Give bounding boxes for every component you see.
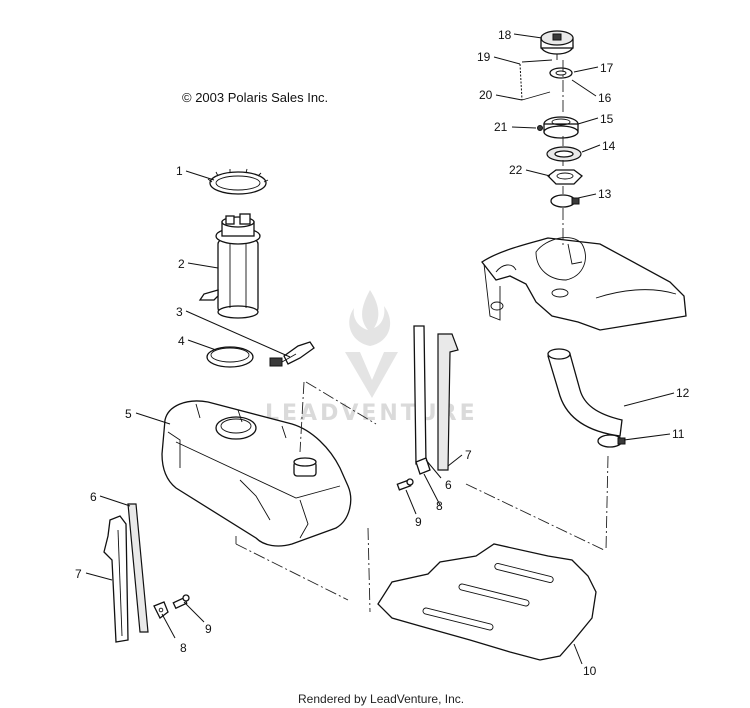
- part-bolt-right[interactable]: [396, 478, 414, 491]
- copyright-text: © 2003 Polaris Sales Inc.: [182, 90, 328, 105]
- watermark-flame-icon: [349, 290, 391, 346]
- part-fuel-cap[interactable]: [540, 30, 574, 60]
- callout-6: 6: [90, 490, 97, 504]
- callout-2: 2: [178, 257, 185, 271]
- part-filler-hose[interactable]: [547, 348, 623, 437]
- callout-6-right: 6: [445, 478, 452, 492]
- callout-18: 18: [498, 28, 512, 42]
- callout-9-right: 9: [415, 515, 422, 529]
- callout-14: 14: [602, 139, 616, 153]
- part-fuel-tank[interactable]: [161, 400, 352, 547]
- callout-8: 8: [180, 641, 187, 655]
- watermark-v-icon: [345, 352, 398, 398]
- part-cap-gasket[interactable]: [549, 67, 573, 79]
- callout-8-right: 8: [436, 499, 443, 513]
- part-hose-clamp-lower[interactable]: [597, 434, 626, 448]
- part-bolt-left[interactable]: [172, 594, 190, 610]
- callout-12: 12: [676, 386, 690, 400]
- callout-4: 4: [178, 334, 185, 348]
- vehicle-body: [481, 237, 687, 331]
- part-bracket-left[interactable]: [153, 601, 169, 619]
- part-tank-mat[interactable]: [377, 543, 597, 661]
- part-hose-clamp-upper[interactable]: [550, 194, 580, 208]
- callout-7: 7: [75, 567, 82, 581]
- callout-7-right: 7: [465, 448, 472, 462]
- callout-3: 3: [176, 305, 183, 319]
- part-bracket-right[interactable]: [415, 457, 431, 475]
- footer-credit: Rendered by LeadVenture, Inc.: [298, 692, 464, 706]
- part-filler-neck[interactable]: [543, 116, 579, 139]
- reference-lines: [235, 60, 609, 613]
- callout-5: 5: [125, 407, 132, 421]
- callout-19: 19: [477, 50, 491, 64]
- part-cap-tether-19[interactable]: [519, 63, 523, 101]
- part-cap-tether-20[interactable]: [521, 59, 553, 101]
- callout-9: 9: [205, 622, 212, 636]
- part-neck-gasket[interactable]: [546, 146, 582, 162]
- callout-17: 17: [600, 61, 614, 75]
- callout-11: 11: [672, 427, 685, 441]
- callout-10: 10: [583, 664, 597, 678]
- callout-16: 16: [598, 91, 612, 105]
- callout-22: 22: [509, 163, 523, 177]
- part-fuel-sender[interactable]: [269, 341, 315, 367]
- part-strap-left-6[interactable]: [127, 503, 149, 633]
- part-fuel-pump[interactable]: [198, 213, 261, 319]
- part-lock-ring[interactable]: [207, 168, 269, 195]
- part-screw-21[interactable]: [537, 125, 543, 131]
- part-neck-nut[interactable]: [547, 169, 583, 185]
- callout-13: 13: [598, 187, 612, 201]
- callout-20: 20: [479, 88, 493, 102]
- callout-15: 15: [600, 112, 614, 126]
- leader-lines: [85, 33, 675, 665]
- callout-21: 21: [494, 120, 508, 134]
- part-strap-right-7[interactable]: [437, 333, 459, 471]
- part-clamp-ring[interactable]: [206, 346, 254, 368]
- part-strap-left-7[interactable]: [103, 515, 129, 643]
- part-strap-right-6[interactable]: [413, 325, 427, 465]
- callout-labels: 1 2 3 4 5 6 7 8 9 10 11 12 13 14 15 16 1…: [75, 28, 690, 678]
- callout-1: 1: [176, 164, 183, 178]
